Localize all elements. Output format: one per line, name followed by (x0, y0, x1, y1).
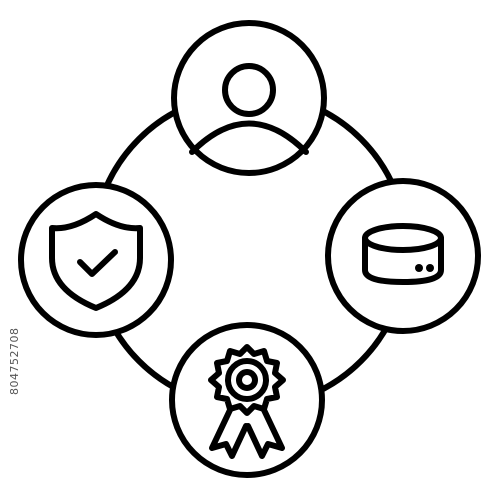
shield-check-icon (49, 211, 143, 311)
user-icon (189, 63, 309, 155)
database-icon (362, 223, 444, 285)
node-database (325, 178, 481, 334)
node-security (18, 182, 174, 338)
watermark-id: 804752708 (8, 327, 21, 396)
node-award (169, 322, 325, 478)
node-user (171, 20, 327, 176)
award-badge-icon (208, 344, 286, 459)
